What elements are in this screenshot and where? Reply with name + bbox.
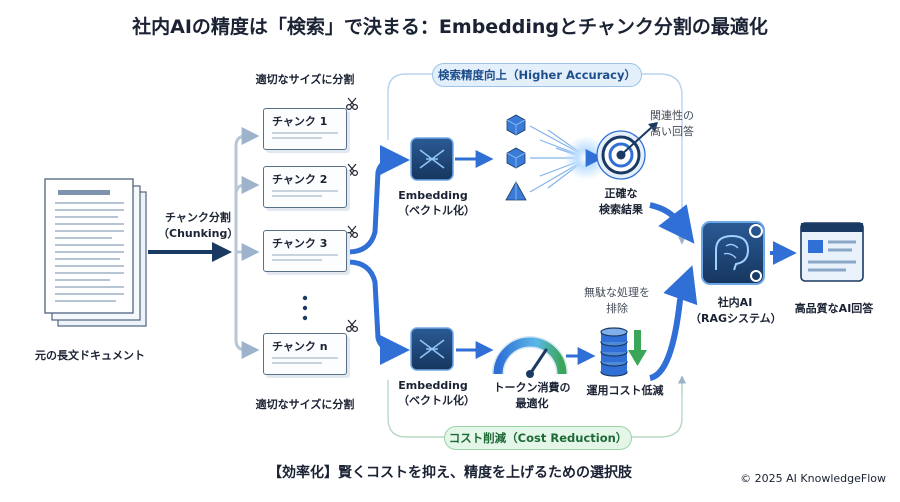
rag-system-line1: 社内AI [717, 296, 753, 309]
coin-stack-icon [600, 327, 628, 377]
down-arrow-icon [628, 330, 647, 366]
relevance-note: 関連性の 高い回答 [640, 107, 704, 139]
gauge-icon [492, 336, 568, 378]
chunk-card-n: チャンク n [263, 333, 347, 375]
pyramid-icon [505, 181, 527, 201]
target-icon [596, 122, 658, 180]
chunk-label: チャンク 3 [272, 237, 328, 250]
token-opt-line1: トークン消費の [493, 381, 571, 394]
split-bottom-flow [347, 259, 410, 365]
chunking-label-line2: （Chunking） [158, 227, 239, 240]
waste-note: 無駄な処理を 排除 [577, 284, 657, 316]
embedding-chip-icon [410, 137, 454, 371]
relevance-note-line2: 高い回答 [650, 125, 694, 138]
scissors-icon [345, 97, 359, 333]
embedding-bottom-line1: Embedding [398, 379, 468, 392]
source-document-label: 元の長文ドキュメント [35, 349, 145, 362]
cube-icon [506, 114, 526, 169]
cost-to-rag-flow [649, 265, 698, 381]
chunk-label: チャンク n [272, 340, 328, 353]
rag-system-label: 社内AI （RAGシステム） [690, 294, 782, 326]
answer-screen-icon [800, 222, 864, 282]
accuracy-to-rag-flow [649, 202, 695, 244]
waste-note-line2: 排除 [606, 302, 628, 315]
relevance-note-line1: 関連性の [650, 109, 694, 122]
chunk-card-1: チャンク 1 [263, 108, 347, 150]
chunk-fan-lines [234, 127, 260, 359]
chunking-label-line1: チャンク分割 [165, 211, 231, 224]
chunk-label: チャンク 2 [272, 173, 328, 186]
answer-label: 高品質なAI回答 [794, 302, 874, 315]
accurate-result-line1: 正確な [604, 187, 638, 200]
chunking-label: チャンク分割 （Chunking） [158, 209, 238, 241]
embedding-top-line2: （ベクトル化） [398, 204, 475, 217]
embedding-top-label: Embedding （ベクトル化） [398, 189, 475, 218]
document-stack-icon [44, 178, 147, 327]
ellipsis-dots [302, 295, 308, 321]
waste-note-line1: 無駄な処理を [584, 286, 650, 299]
bottom-path-label: コスト削減（Cost Reduction） [444, 426, 632, 450]
split-top-flow [347, 145, 410, 255]
cost-low-label: 運用コスト低減 [586, 384, 664, 397]
chunk-label: チャンク 1 [272, 115, 328, 128]
chunk-card-2: チャンク 2 [263, 166, 347, 208]
chunk-card-3: チャンク 3 [263, 230, 347, 272]
accurate-result-line2: 検索結果 [599, 203, 643, 216]
brain-chip-icon [701, 221, 765, 285]
footer-caption: 【効率化】賢くコストを抑え、精度を上げるための選択肢 [268, 465, 632, 481]
page-title: 社内AIの精度は「検索」で決まる：Embeddingとチャンク分割の最適化 [132, 16, 768, 38]
rag-system-line2: （RAGシステム） [690, 312, 782, 325]
embedding-bottom-label: Embedding （ベクトル化） [398, 379, 475, 408]
split-label-top: 適切なサイズに分割 [255, 73, 355, 86]
top-path-label: 検索精度向上（Higher Accuracy） [432, 63, 642, 87]
copyright-text: © 2025 AI KnowledgeFlow [740, 472, 886, 485]
cost-streams [445, 300, 590, 325]
token-opt-line2: 最適化 [515, 397, 549, 410]
token-opt-label: トークン消費の 最適化 [490, 379, 574, 411]
embedding-top-line1: Embedding [398, 189, 468, 202]
split-label-bottom: 適切なサイズに分割 [255, 398, 355, 411]
embedding-bottom-line2: （ベクトル化） [398, 394, 475, 407]
accurate-result-label: 正確な 検索結果 [586, 185, 656, 217]
